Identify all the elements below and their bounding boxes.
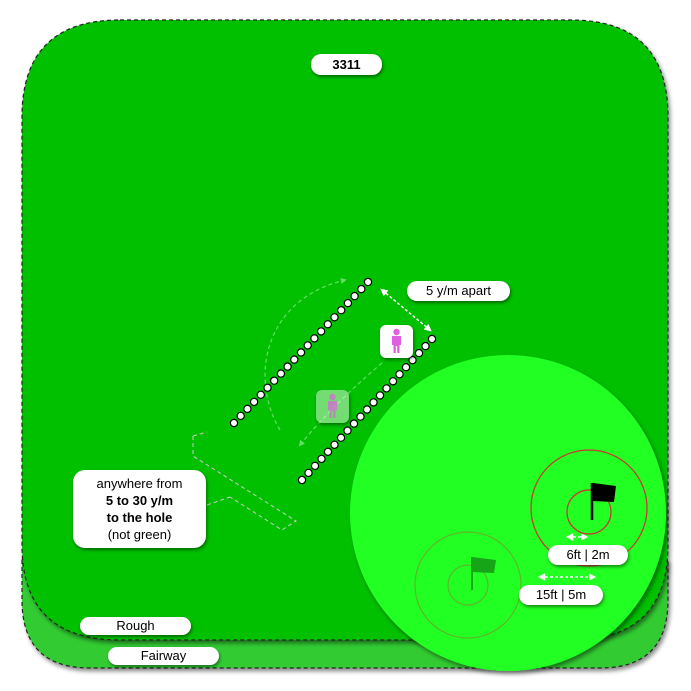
tee-dot	[290, 355, 299, 364]
walk-arrow-down	[298, 362, 383, 447]
tee-dot	[421, 341, 430, 351]
tee-dot	[270, 376, 279, 385]
tee-dot	[256, 390, 265, 399]
ghost-target	[414, 531, 522, 639]
player-1	[380, 325, 413, 358]
tee-dot	[356, 412, 365, 421]
tee-dot	[427, 334, 437, 344]
player-2	[316, 390, 349, 423]
putting-green	[350, 355, 666, 671]
tee-dot	[395, 370, 404, 379]
tee-dot	[236, 411, 245, 421]
tee-dot	[408, 355, 417, 365]
person-icon	[392, 328, 401, 353]
tee-dot	[369, 398, 378, 407]
flag-icon	[590, 483, 616, 520]
tee-dot	[243, 404, 252, 414]
tee-dot	[249, 397, 259, 407]
rough-label: Rough	[80, 617, 191, 635]
distance-note: anywhere from 5 to 30 y/m to the hole (n…	[73, 470, 206, 548]
tee-dot	[414, 348, 424, 358]
tee-dot	[263, 383, 272, 392]
outer-target-ring	[530, 449, 648, 567]
tee-dot	[303, 341, 312, 350]
tee-dot	[276, 369, 286, 378]
hole-code-label: 3311	[311, 54, 382, 75]
outer-radius-label: 15ft | 5m	[519, 585, 603, 605]
walk-arrow-up	[264, 278, 347, 431]
spacing-arrow	[380, 288, 432, 332]
tee-dot	[363, 277, 373, 287]
tee-dot	[343, 298, 353, 308]
person-icon	[328, 393, 337, 418]
tee-line-1	[229, 277, 373, 428]
tee-dot	[330, 313, 339, 322]
tee-dot	[316, 327, 326, 336]
tee-dot	[310, 461, 320, 471]
tee-dot	[336, 433, 346, 442]
tee-dot	[401, 363, 411, 372]
spacing-label: 5 y/m apart	[407, 281, 510, 301]
distance-note-line-1: anywhere from	[96, 476, 183, 491]
tee-dot	[362, 405, 372, 414]
inner-target-ring	[566, 489, 612, 535]
tee-dot	[388, 377, 398, 386]
tee-dot	[343, 426, 352, 435]
inner-radius-label: 6ft | 2m	[548, 545, 628, 565]
tee-dot	[310, 334, 319, 343]
tee-line-2	[297, 334, 437, 485]
distance-note-line-2: 5 to 30 y/m	[105, 493, 174, 508]
putting-zone-outline	[192, 431, 297, 531]
tee-dot	[350, 291, 359, 301]
tee-dot	[296, 348, 306, 357]
tee-dot	[317, 454, 326, 464]
tee-dot	[229, 418, 239, 428]
tee-dot	[297, 475, 307, 485]
tee-dot	[283, 362, 292, 371]
tee-dot	[357, 284, 366, 294]
distance-note-line-4: (not green)	[107, 527, 172, 542]
tee-dot	[349, 419, 359, 428]
tee-dot	[304, 468, 313, 478]
tee-dot	[375, 391, 385, 400]
fairway-label: Fairway	[108, 647, 219, 665]
tee-dot	[330, 440, 339, 449]
tee-dot	[382, 384, 391, 393]
distance-note-line-3: to the hole	[106, 510, 173, 525]
tee-dot	[337, 306, 346, 315]
tee-dot	[323, 320, 332, 329]
tee-dot	[323, 447, 333, 456]
